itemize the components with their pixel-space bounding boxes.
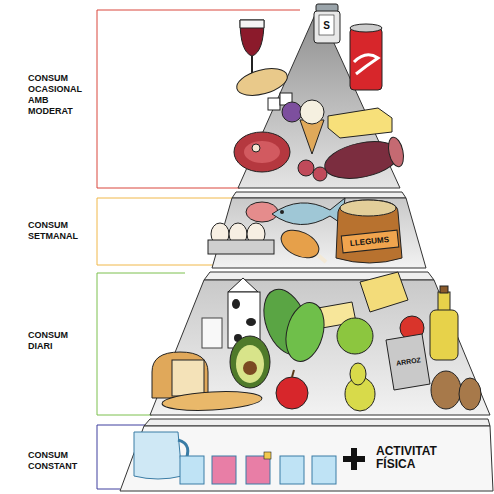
candy xyxy=(282,102,302,122)
oil-cork xyxy=(440,286,448,293)
tier-label: CONSUM CONSTANT xyxy=(28,450,77,472)
salt-shaker xyxy=(314,11,340,43)
plus-sign xyxy=(351,448,357,470)
apple-stem xyxy=(292,370,294,377)
steak xyxy=(234,132,290,172)
cheese-block xyxy=(360,272,408,312)
juice-glass xyxy=(212,456,236,484)
soda-can xyxy=(350,28,382,90)
avocado-pit xyxy=(243,361,257,375)
water-glass xyxy=(312,456,336,484)
salt-label xyxy=(319,15,334,35)
tier-daily xyxy=(150,280,490,415)
bread-loaf xyxy=(152,352,208,398)
carton-spot xyxy=(246,318,256,326)
water-glass xyxy=(180,456,204,484)
legume-sack xyxy=(336,200,402,263)
water-glass xyxy=(280,456,304,484)
pear-top xyxy=(350,363,366,385)
avocado xyxy=(230,336,270,388)
steak-bone xyxy=(252,144,260,152)
ice-cream-cone xyxy=(300,120,324,154)
butter xyxy=(328,108,392,138)
water-pitcher xyxy=(134,432,182,479)
milk-glass xyxy=(202,318,222,348)
salami-slice xyxy=(313,167,327,181)
tier-label: CONSUM DIARI xyxy=(28,330,68,352)
avocado-flesh xyxy=(236,345,264,383)
activity-label: ACTIVITAT FÍSICA xyxy=(376,445,437,471)
baguette xyxy=(162,389,263,412)
fish xyxy=(272,198,345,225)
tier-constant xyxy=(120,426,493,491)
rice-bag xyxy=(386,334,430,390)
salt-text: S xyxy=(323,20,330,31)
sack-label xyxy=(341,230,398,253)
meat xyxy=(246,202,278,222)
soda-can-top xyxy=(350,24,382,32)
wine-glass-rim xyxy=(240,20,264,28)
ice-cream-scoop xyxy=(300,100,324,124)
cabbage xyxy=(337,318,373,354)
tea-bag xyxy=(264,452,271,459)
tier-label: CONSUM OCASIONAL AMB MODERAT xyxy=(28,73,82,117)
sugar-cube xyxy=(268,98,280,110)
tier-constant-top xyxy=(144,419,490,426)
wine-glass xyxy=(240,20,264,56)
apple xyxy=(276,377,308,409)
fish-eye xyxy=(280,210,284,214)
lettuce-leaf xyxy=(280,298,330,365)
tier-weekly xyxy=(212,198,426,268)
potato xyxy=(459,378,481,410)
egg-carton xyxy=(208,240,274,254)
tea-glass xyxy=(246,456,270,484)
tier-label: CONSUM SETMANAL xyxy=(28,220,78,242)
potato xyxy=(431,371,461,409)
oil-neck xyxy=(438,292,450,312)
bread-slice xyxy=(172,360,204,396)
legume-grains xyxy=(340,200,396,216)
chicken-leg xyxy=(277,225,323,264)
salami-end xyxy=(386,136,406,168)
oil-bottle xyxy=(430,310,458,360)
red-bracket xyxy=(97,10,300,188)
carton-spot xyxy=(232,299,240,309)
salami-slice xyxy=(298,160,314,176)
milk-carton-top xyxy=(228,278,258,292)
steak-meat xyxy=(244,141,280,163)
tier-weekly-top xyxy=(232,192,406,198)
soda-swoosh xyxy=(354,55,378,74)
yellow-bracket xyxy=(97,198,235,265)
